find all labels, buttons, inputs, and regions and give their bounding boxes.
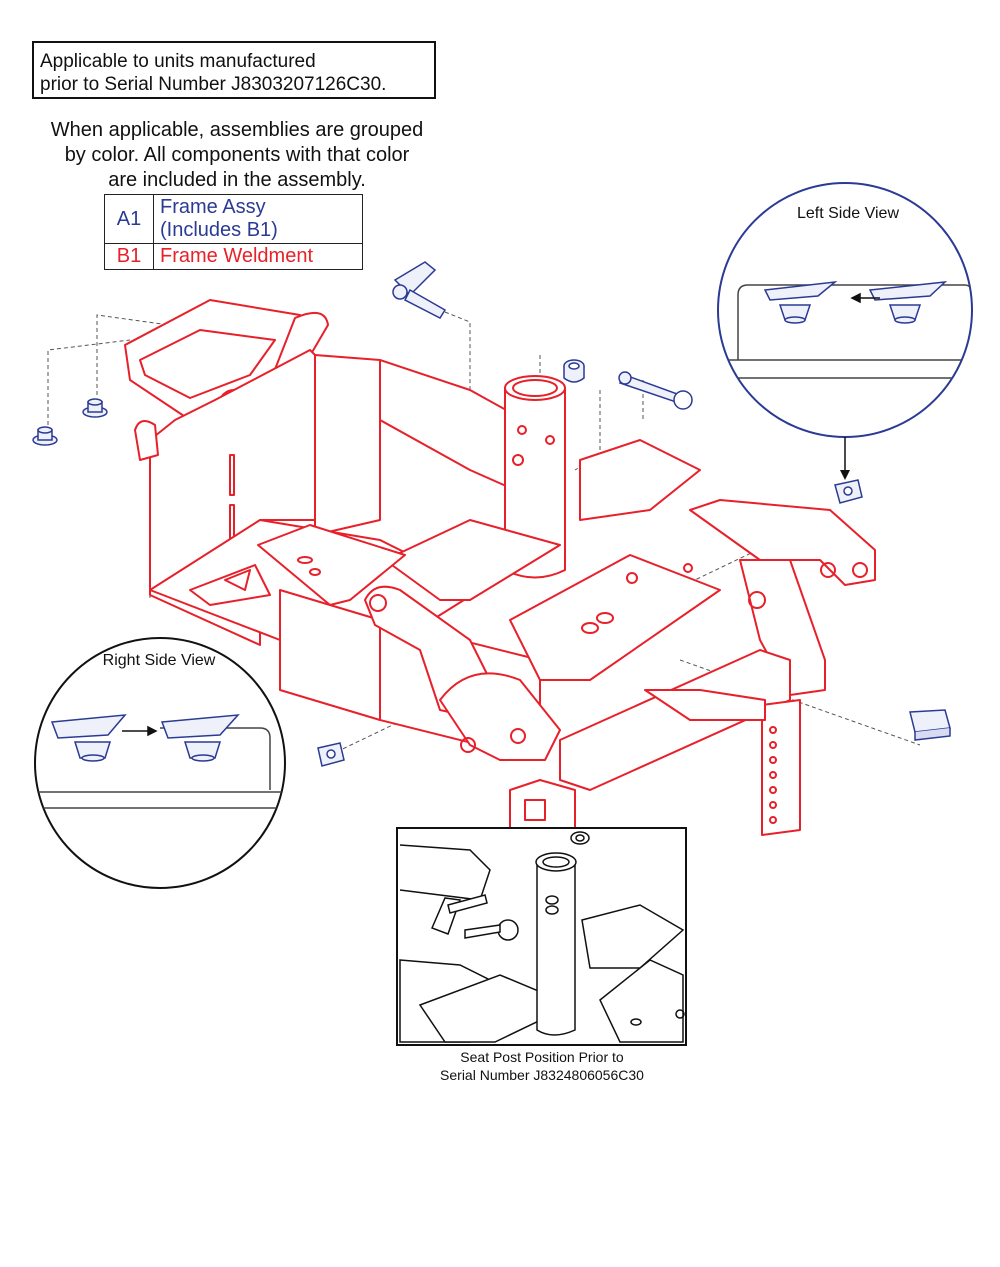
inset-caption-line-2: Serial Number J8324806056C30 (440, 1067, 644, 1083)
grouping-note: When applicable, assemblies are grouped … (22, 118, 452, 193)
left-side-view-label: Left Side View (797, 205, 899, 222)
legend-row-b1: B1 Frame Weldment (104, 243, 363, 270)
top-plate-left (384, 519, 561, 601)
bracket-plate (257, 524, 406, 606)
end-cap (909, 709, 951, 741)
seat-post-inset (396, 827, 687, 1046)
clip-nut-left (834, 479, 863, 504)
nut-insert-right (82, 398, 108, 418)
center-mount-plate (509, 554, 721, 681)
detent-pin (618, 371, 693, 410)
grouping-line-2: by color. All components with that color (64, 144, 410, 166)
right-side-view-label: Right Side View (103, 652, 216, 669)
rear-wall (314, 354, 381, 536)
frame-weldment (124, 299, 876, 851)
left-side-view-callout (717, 182, 973, 480)
inset-caption-line-1: Seat Post Position Prior to (460, 1049, 624, 1065)
grouping-line-3: are included in the assembly. (108, 169, 366, 191)
legend-row-a1: A1 Frame Assy (Includes B1) (104, 194, 363, 244)
legend-name-b1: Frame Weldment (153, 243, 363, 270)
legend-name-a1-line-1: Frame Assy (160, 196, 266, 218)
quick-release-lever (392, 261, 447, 319)
assembly-legend-table: A1 Frame Assy (Includes B1) B1 Frame Wel… (104, 194, 363, 270)
spacer-bushing (563, 359, 585, 383)
hardware-parts (32, 261, 951, 767)
inset-caption: Seat Post Position Prior to Serial Numbe… (392, 1048, 692, 1084)
grouping-line-1: When applicable, assemblies are grouped (50, 119, 424, 141)
legend-code-b1: B1 (104, 243, 154, 270)
notice-line-2: prior to Serial Number J8303207126C30. (40, 74, 387, 95)
legend-name-a1-line-2: (Includes B1) (160, 219, 278, 241)
applicability-notice: Applicable to units manufactured prior t… (32, 41, 436, 99)
adjustment-tube (761, 699, 801, 836)
side-beam (559, 649, 791, 791)
nut-insert-left (32, 426, 58, 446)
notice-line-1: Applicable to units manufactured (40, 51, 316, 72)
inset-seat-post (536, 861, 576, 1036)
clip-nut-right (317, 742, 345, 767)
right-side-view-callout (34, 637, 286, 889)
